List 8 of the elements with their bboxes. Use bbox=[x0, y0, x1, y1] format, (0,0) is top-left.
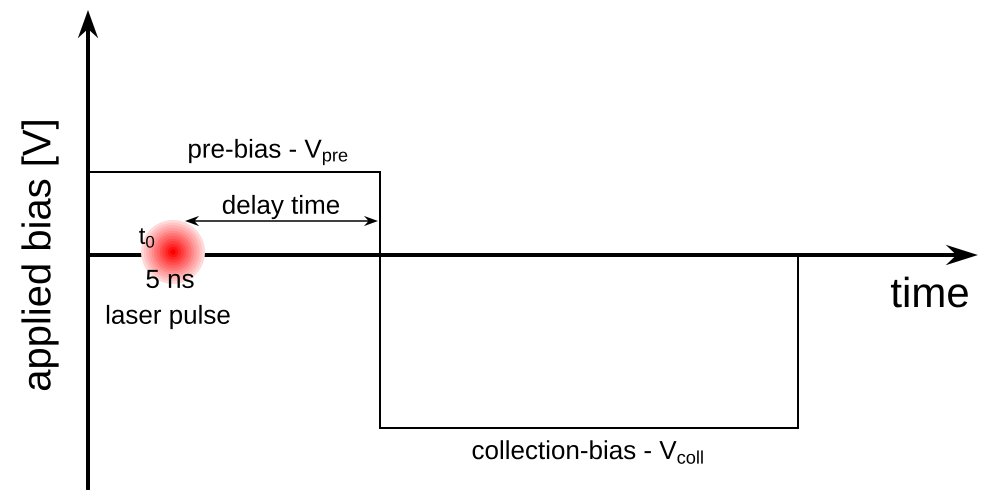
pulse-label: laser pulse bbox=[106, 304, 230, 330]
level-label: collection-bias - V$_{coll}$ bbox=[472, 440, 703, 464]
time-marker-label: t$_{0}$ bbox=[139, 228, 154, 248]
level-label: pre-bias - V$_{pre}$ bbox=[189, 138, 348, 166]
dimension-label: delay time bbox=[222, 194, 340, 220]
axis-label: time bbox=[890, 276, 968, 308]
duration-label: 5 ns bbox=[146, 270, 194, 288]
axis-label: applied bias [V] bbox=[21, 121, 59, 390]
